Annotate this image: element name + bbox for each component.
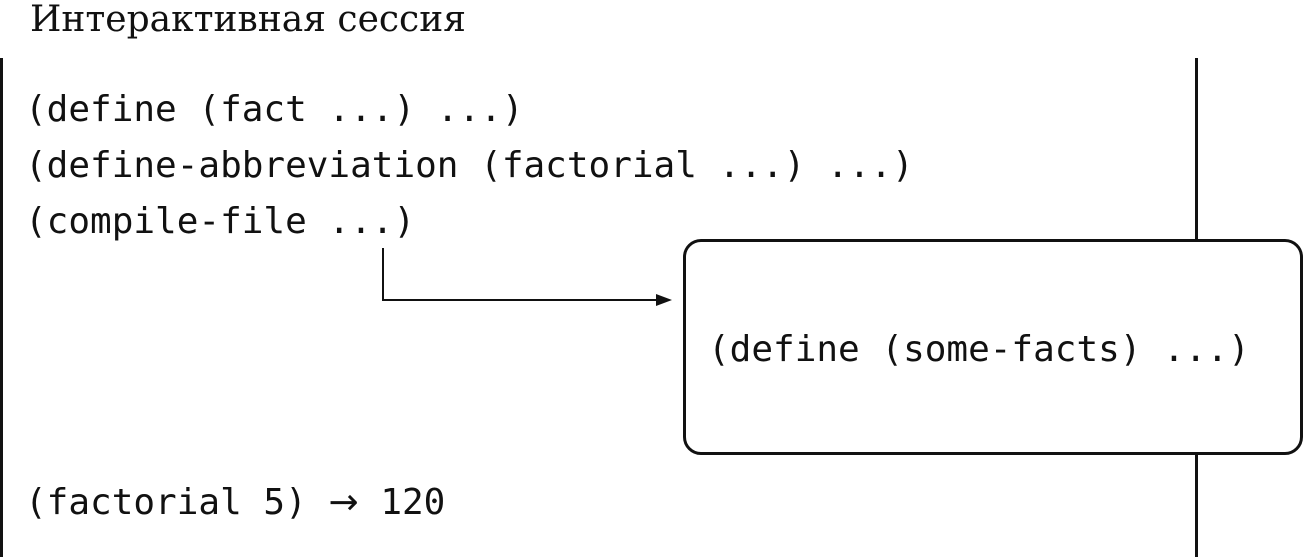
session-left-border xyxy=(0,58,3,557)
result-value: 120 xyxy=(380,482,446,523)
session-line-compile-file: (compile-file ...) xyxy=(25,201,416,242)
session-line-define-fact: (define (fact ...) ...) xyxy=(25,89,524,130)
session-line-define-abbreviation: (define-abbreviation (factorial ...) ...… xyxy=(25,145,914,186)
session-result-line: (factorial 5) → 120 xyxy=(25,481,445,525)
file-box-content: (define (some-facts) ...) xyxy=(708,329,1250,370)
result-expression: (factorial 5) xyxy=(25,482,307,523)
right-arrow-icon: → xyxy=(328,482,359,523)
diagram-title: Интерактивная сессия xyxy=(30,0,466,40)
compiled-file-box: (define (some-facts) ...) xyxy=(683,239,1303,455)
